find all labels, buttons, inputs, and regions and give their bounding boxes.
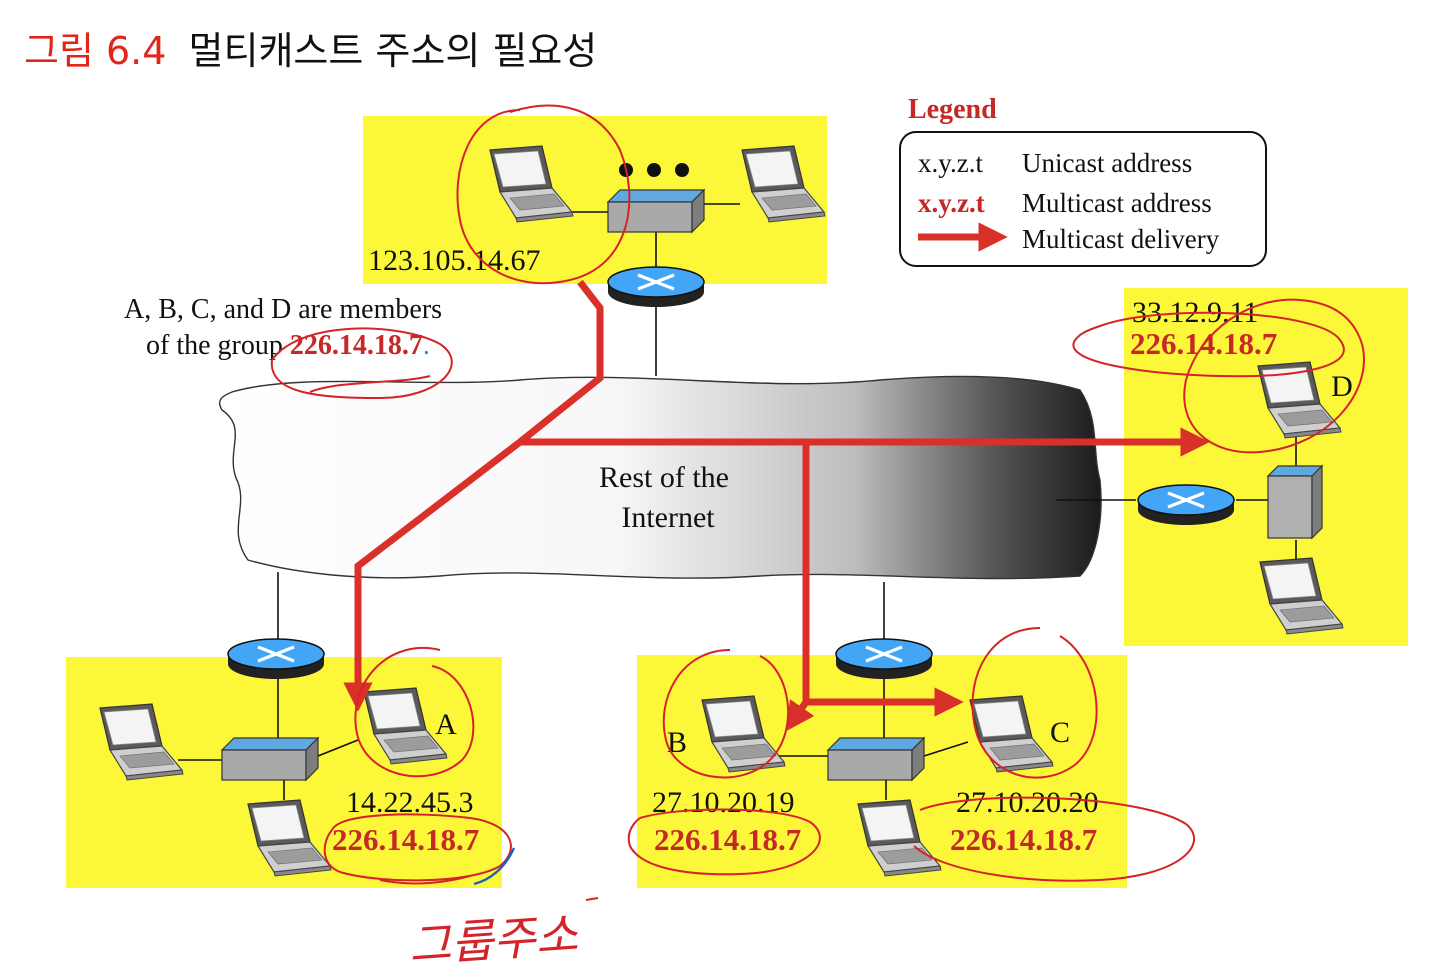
group-note-line1: A, B, C, and D are members	[124, 294, 442, 325]
annotation-dash	[585, 897, 599, 901]
annotation-circle-c-addr	[913, 796, 1196, 882]
host-c-label: C	[1050, 716, 1070, 749]
annotation-circle-d	[1183, 298, 1365, 454]
host-b-unicast-address: 27.10.20.19	[652, 786, 795, 819]
host-c-multicast-address: 226.14.18.7	[950, 822, 1097, 857]
router-icon	[834, 637, 934, 681]
source-unicast-address: 123.105.14.67	[368, 244, 541, 277]
router-icon	[1136, 483, 1236, 527]
handwritten-note: 그룹주소	[407, 907, 580, 973]
group-note-prefix: of the group	[146, 330, 290, 361]
ellipsis-dots-icon	[619, 163, 689, 177]
internet-cloud	[218, 375, 1102, 580]
host-c-unicast-address: 27.10.20.20	[956, 786, 1099, 819]
figure-label: 그림 6.4	[24, 29, 166, 73]
annotation-scribble	[309, 375, 431, 393]
switch-icon	[1266, 464, 1324, 540]
source-network-area	[363, 116, 827, 284]
annotation-underline-a	[379, 875, 471, 885]
handwritten-annotations	[270, 104, 1365, 885]
annotation-circle-a-addr	[323, 813, 512, 882]
router-icon	[606, 265, 706, 309]
switch-icon	[827, 737, 925, 781]
delivery-path-to-a	[343, 279, 604, 712]
annotation-circle-source	[456, 104, 631, 285]
host-a-label: A	[435, 708, 457, 741]
annotation-circle-b	[662, 649, 790, 779]
legend-heading: Legend	[908, 94, 997, 125]
annotation-blue-stroke	[473, 847, 516, 886]
host-b-label: B	[667, 726, 687, 759]
figure-title: 그림 6.4 멀티캐스트 주소의 필요성	[24, 29, 597, 73]
router-icon	[226, 637, 326, 681]
legend-multicast-symbol: x.y.z.t	[918, 188, 985, 218]
legend-unicast-label: Unicast address	[1022, 148, 1192, 178]
group-address: 226.14.18.7	[290, 330, 423, 361]
annotation-circle-d-addr	[1072, 311, 1345, 378]
cloud-label-line2: Internet	[621, 501, 715, 534]
legend-multicast-label: Multicast address	[1022, 188, 1212, 218]
annotation-circle-b-addr	[627, 808, 821, 876]
switch-icon	[607, 189, 705, 233]
switch-icon	[221, 737, 319, 781]
group-note-suffix: .	[423, 330, 430, 361]
annotation-circle-group	[270, 327, 453, 400]
multicast-delivery-paths	[343, 279, 1210, 732]
legend-delivery-label: Multicast delivery	[1022, 224, 1220, 254]
cloud-label-line1: Rest of the	[599, 461, 729, 494]
annotation-circle-a	[354, 647, 475, 778]
legend-unicast-symbol: x.y.z.t	[918, 148, 983, 178]
host-d-label: D	[1331, 370, 1353, 403]
annotation-circle-c	[971, 627, 1098, 779]
host-b-multicast-address: 226.14.18.7	[654, 822, 801, 857]
host-a-multicast-address: 226.14.18.7	[332, 822, 479, 857]
figure-caption: 멀티캐스트 주소의 필요성	[189, 29, 598, 73]
